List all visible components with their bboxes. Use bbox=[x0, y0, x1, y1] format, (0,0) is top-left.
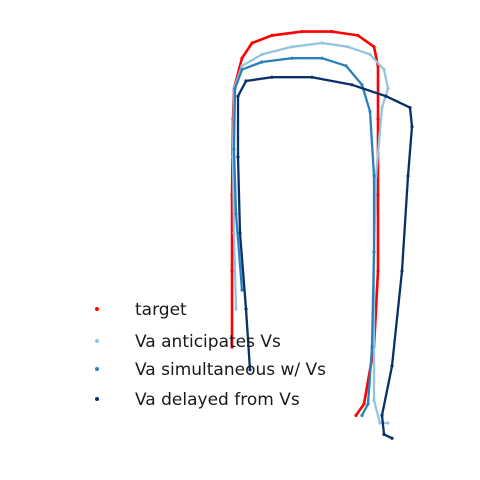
point-va-delayed-from-vs-11 bbox=[410, 125, 414, 129]
point-va-anticipates-vs-6 bbox=[290, 45, 294, 49]
point-target-13 bbox=[376, 117, 380, 121]
point-va-delayed-from-vs-8 bbox=[350, 83, 354, 87]
point-va-simultaneous-w-vs-7 bbox=[320, 56, 324, 60]
point-va-anticipates-vs-18 bbox=[386, 421, 390, 425]
point-va-simultaneous-w-vs-10 bbox=[368, 109, 372, 113]
point-va-delayed-from-vs-3 bbox=[236, 155, 240, 159]
point-va-delayed-from-vs-4 bbox=[236, 94, 240, 98]
point-va-delayed-from-vs-5 bbox=[244, 79, 248, 83]
series-line-va-delayed-from-vs bbox=[236, 76, 414, 440]
legend-label-va-delayed: Va delayed from Vs bbox=[135, 390, 300, 410]
point-va-simultaneous-w-vs-13 bbox=[370, 345, 374, 349]
series-target bbox=[230, 30, 380, 417]
point-va-anticipates-vs-5 bbox=[260, 52, 264, 57]
point-target-7 bbox=[270, 33, 274, 38]
point-va-anticipates-vs-11 bbox=[386, 87, 390, 91]
legend: target Va anticipates Vs Va simultaneous… bbox=[95, 300, 326, 410]
point-target-1 bbox=[230, 269, 234, 273]
legend-label-target: target bbox=[135, 300, 187, 320]
series-va-simultaneous-w-vs bbox=[232, 56, 376, 417]
point-va-delayed-from-vs-7 bbox=[310, 75, 314, 79]
point-va-delayed-from-vs-9 bbox=[384, 94, 388, 98]
series-line-va-simultaneous-w-vs bbox=[232, 57, 376, 417]
point-va-delayed-from-vs-6 bbox=[270, 75, 274, 79]
point-va-simultaneous-w-vs-3 bbox=[233, 87, 237, 91]
point-va-simultaneous-w-vs-11 bbox=[372, 174, 376, 178]
point-va-simultaneous-w-vs-4 bbox=[240, 68, 244, 72]
legend-marker-va-anticipates-vs bbox=[95, 339, 99, 343]
point-va-simultaneous-w-vs-12 bbox=[372, 250, 376, 254]
point-va-anticipates-vs-7 bbox=[320, 41, 324, 45]
point-va-anticipates-vs-12 bbox=[380, 106, 384, 110]
point-va-anticipates-vs-0 bbox=[234, 307, 238, 311]
series-line-target bbox=[230, 30, 380, 417]
point-va-delayed-from-vs-17 bbox=[390, 436, 394, 440]
point-target-0 bbox=[230, 345, 234, 349]
legend-label-va-anticipates-vs: Va anticipates Vs bbox=[135, 332, 281, 352]
legend-entry-va-simultaneous: Va simultaneous w/ Vs bbox=[95, 360, 326, 380]
point-va-delayed-from-vs-16 bbox=[382, 432, 386, 436]
point-target-9 bbox=[330, 30, 334, 34]
point-va-anticipates-vs-16 bbox=[372, 398, 376, 402]
point-target-8 bbox=[300, 30, 304, 34]
point-va-anticipates-vs-1 bbox=[232, 231, 236, 235]
point-va-anticipates-vs-9 bbox=[368, 52, 372, 57]
point-va-delayed-from-vs-15 bbox=[380, 413, 384, 417]
legend-marker-va-simultaneous bbox=[95, 367, 99, 371]
legend-entry-va-delayed: Va delayed from Vs bbox=[95, 390, 300, 410]
point-va-simultaneous-w-vs-9 bbox=[360, 83, 364, 87]
point-va-delayed-from-vs-0 bbox=[248, 368, 252, 372]
point-va-simultaneous-w-vs-5 bbox=[260, 60, 264, 64]
point-va-simultaneous-w-vs-1 bbox=[234, 212, 238, 216]
legend-entry-va-anticipates-vs: Va anticipates Vs bbox=[95, 332, 281, 352]
point-va-simultaneous-w-vs-8 bbox=[344, 64, 348, 68]
point-va-delayed-from-vs-2 bbox=[238, 231, 242, 235]
point-target-6 bbox=[250, 41, 254, 45]
point-va-anticipates-vs-8 bbox=[346, 45, 350, 49]
series-va-delayed-from-vs bbox=[236, 75, 414, 440]
point-va-anticipates-vs-4 bbox=[240, 64, 244, 68]
point-va-simultaneous-w-vs-6 bbox=[290, 56, 294, 60]
plot-area bbox=[230, 30, 414, 440]
point-va-anticipates-vs-10 bbox=[382, 68, 386, 72]
legend-entry-target: target bbox=[95, 300, 187, 320]
legend-marker-va-delayed bbox=[95, 397, 99, 401]
legend-marker-target bbox=[95, 307, 99, 311]
point-target-5 bbox=[240, 56, 244, 60]
point-va-simultaneous-w-vs-0 bbox=[240, 288, 244, 292]
point-target-15 bbox=[376, 269, 380, 273]
point-va-delayed-from-vs-1 bbox=[244, 307, 248, 311]
point-va-simultaneous-w-vs-14 bbox=[366, 402, 370, 406]
point-va-delayed-from-vs-12 bbox=[406, 174, 410, 178]
point-va-delayed-from-vs-13 bbox=[400, 269, 404, 273]
point-va-anticipates-vs-17 bbox=[378, 421, 382, 425]
legend-label-va-simultaneous: Va simultaneous w/ Vs bbox=[135, 360, 326, 380]
point-va-simultaneous-w-vs-15 bbox=[360, 413, 364, 417]
point-target-14 bbox=[376, 193, 380, 197]
point-target-11 bbox=[372, 45, 376, 49]
point-va-delayed-from-vs-14 bbox=[390, 364, 394, 368]
point-va-delayed-from-vs-10 bbox=[408, 106, 412, 110]
point-target-17 bbox=[362, 402, 366, 406]
point-va-simultaneous-w-vs-2 bbox=[232, 147, 236, 151]
point-target-10 bbox=[356, 33, 360, 38]
point-target-18 bbox=[354, 413, 358, 417]
